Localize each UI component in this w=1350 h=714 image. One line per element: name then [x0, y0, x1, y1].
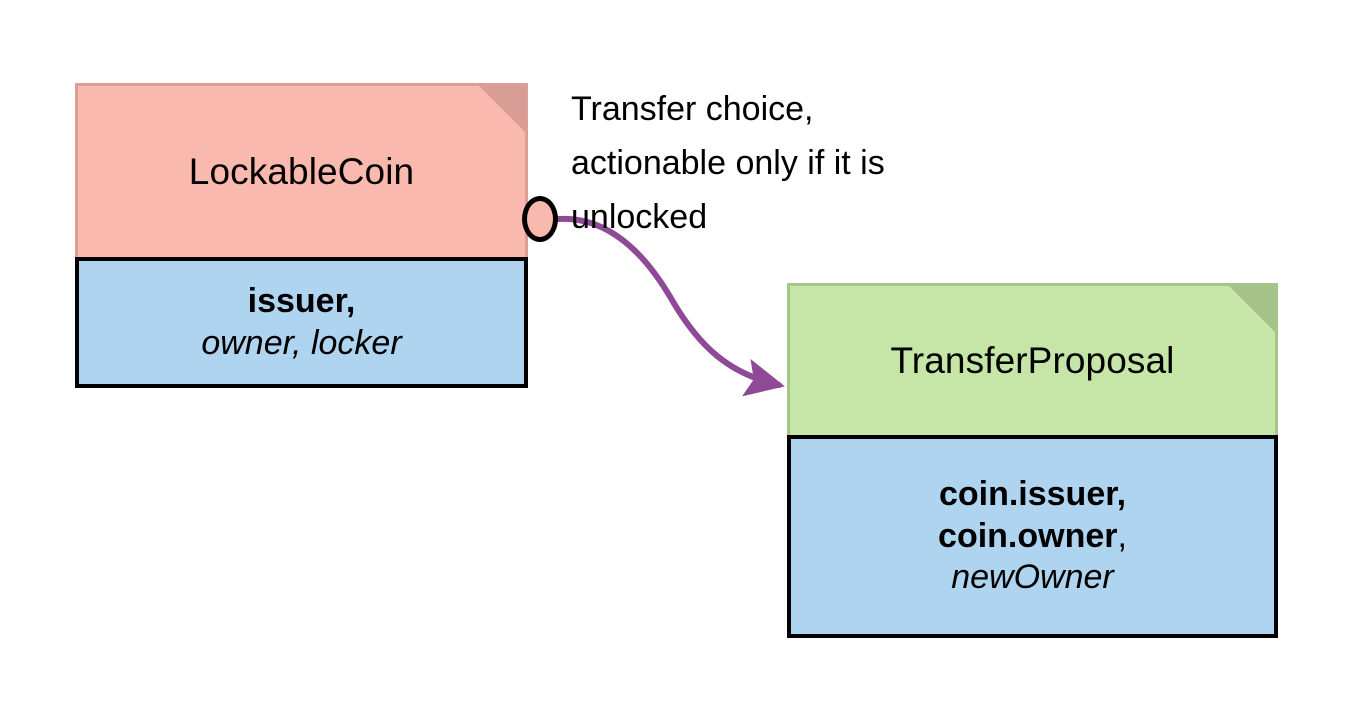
page-fold-corner-icon	[479, 86, 525, 132]
attribute-coin-owner-text: coin.owner	[938, 516, 1118, 555]
attribute-issuer: issuer,	[247, 282, 356, 321]
transfer-proposal-title: TransferProposal	[890, 340, 1175, 382]
transfer-proposal-attributes[interactable]: coin.issuer, coin.owner, newOwner	[787, 435, 1278, 638]
edge-label-transfer-choice: Transfer choice, actionable only if it i…	[571, 90, 885, 236]
node-lockable-coin[interactable]: LockableCoin issuer, owner, locker	[75, 83, 528, 388]
lockable-coin-header[interactable]: LockableCoin	[75, 83, 528, 259]
node-transfer-proposal[interactable]: TransferProposal coin.issuer, coin.owner…	[787, 283, 1278, 638]
attribute-new-owner: newOwner	[951, 558, 1114, 597]
attribute-coin-issuer: coin.issuer,	[938, 475, 1127, 514]
attribute-coin-owner-suffix: ,	[1117, 516, 1127, 555]
transfer-proposal-header[interactable]: TransferProposal	[787, 283, 1278, 437]
choice-circle-icon[interactable]	[522, 196, 558, 242]
lockable-coin-title: LockableCoin	[188, 151, 415, 193]
lockable-coin-attributes[interactable]: issuer, owner, locker	[75, 257, 528, 388]
page-fold-corner-icon	[1229, 286, 1275, 332]
attribute-owner-locker: owner, locker	[201, 323, 402, 362]
attribute-coin-owner: coin.owner,	[938, 516, 1127, 557]
